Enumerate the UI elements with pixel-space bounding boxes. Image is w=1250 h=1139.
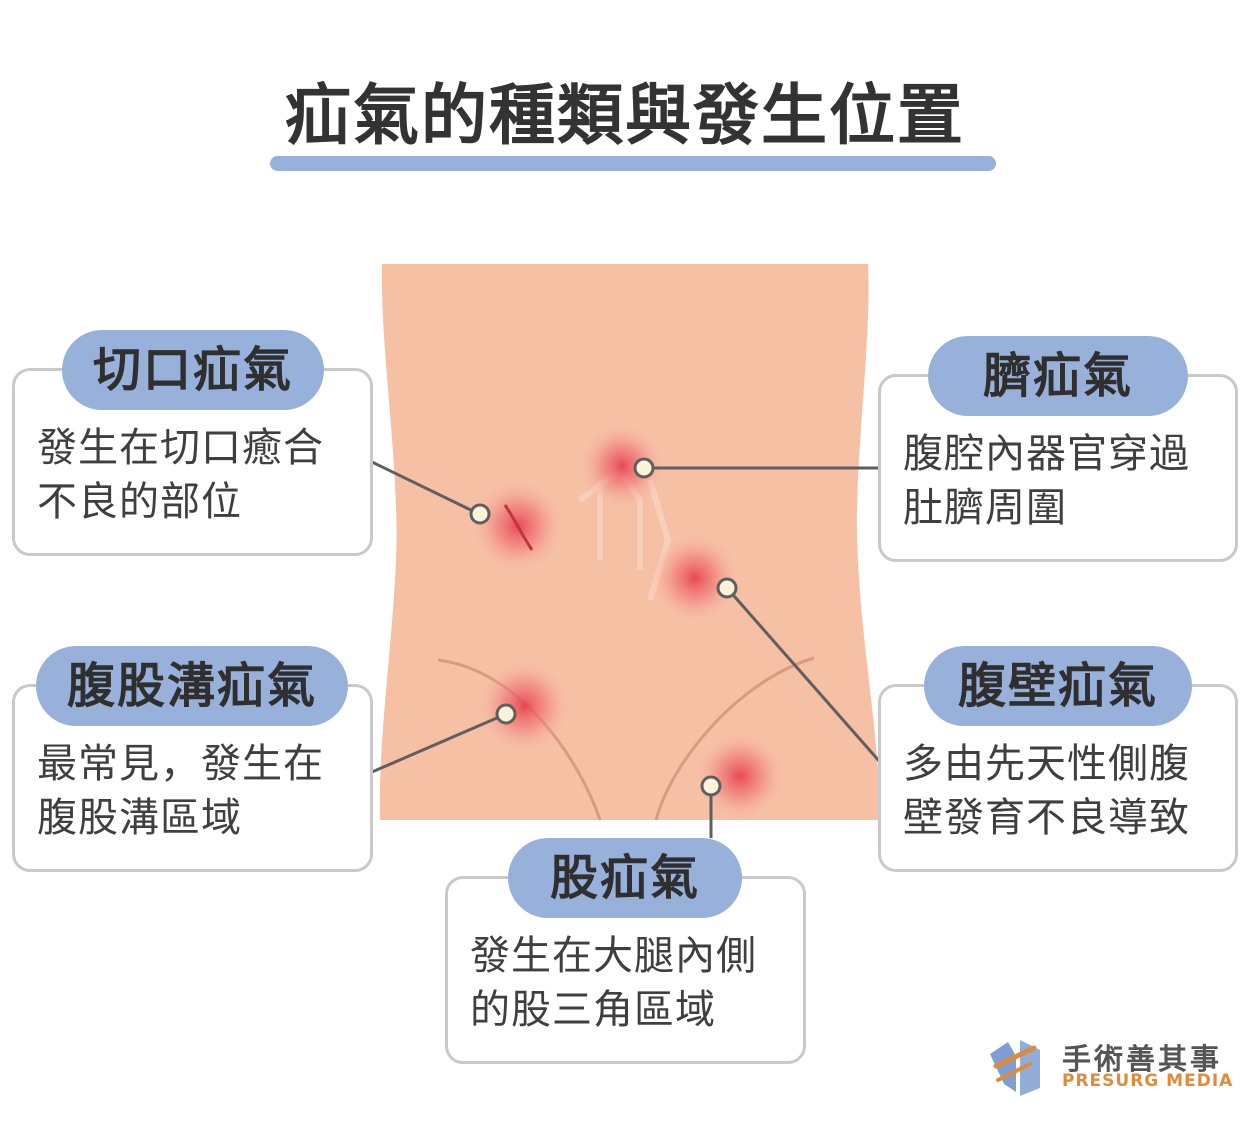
- umbilical-label: 臍疝氣: [928, 336, 1188, 416]
- page-title: 疝氣的種類與發生位置: [285, 77, 965, 154]
- ventral-leader-line: [725, 587, 882, 763]
- incisional-desc-line1: 發生在切口癒合: [37, 425, 324, 471]
- umbilical-hotspot: [578, 422, 666, 510]
- inguinal-label: 腹股溝疝氣: [36, 646, 348, 726]
- umbilical-desc-line2: 肚臍周圍: [903, 485, 1067, 531]
- presurg-logo-icon: [990, 1040, 1040, 1096]
- incisional-label: 切口疝氣: [62, 330, 324, 410]
- femoral-desc-line2: 的股三角區域: [470, 987, 716, 1033]
- inguinal-desc-line1: 最常見，發生在: [37, 741, 324, 787]
- femoral-label: 股疝氣: [508, 838, 742, 918]
- umbilical-desc-line1: 腹腔內器官穿過: [903, 431, 1190, 477]
- ventral-hotspot: [649, 532, 741, 624]
- incisional-leader-line: [371, 460, 480, 516]
- inguinal-leader-line: [371, 712, 507, 774]
- incision-scar-icon: [503, 504, 534, 551]
- femoral-marker: [700, 775, 722, 797]
- ventral-desc-line2: 壁發育不良導致: [903, 795, 1190, 841]
- title-underline: [270, 156, 996, 171]
- umbilical-marker: [633, 457, 655, 479]
- femoral-hotspot: [694, 730, 786, 822]
- ventral-label: 腹壁疝氣: [924, 646, 1192, 726]
- ventral-marker: [716, 577, 738, 599]
- incisional-desc-line2: 不良的部位: [37, 479, 242, 525]
- brand-name-en: PRESURG MEDIA: [1062, 1071, 1234, 1091]
- ventral-desc-line1: 多由先天性側腹: [903, 741, 1190, 787]
- inguinal-desc-line2: 腹股溝區域: [37, 795, 242, 841]
- inguinal-marker: [495, 703, 517, 725]
- brand-name-zh: 手術善其事: [1062, 1042, 1223, 1076]
- inguinal-hotspot: [476, 658, 572, 754]
- umbilical-card: 腹腔內器官穿過 肚臍周圍: [878, 374, 1238, 562]
- right-groin-crease: [654, 656, 815, 821]
- femoral-desc-line1: 發生在大腿內側: [470, 933, 757, 979]
- incisional-marker: [469, 503, 491, 525]
